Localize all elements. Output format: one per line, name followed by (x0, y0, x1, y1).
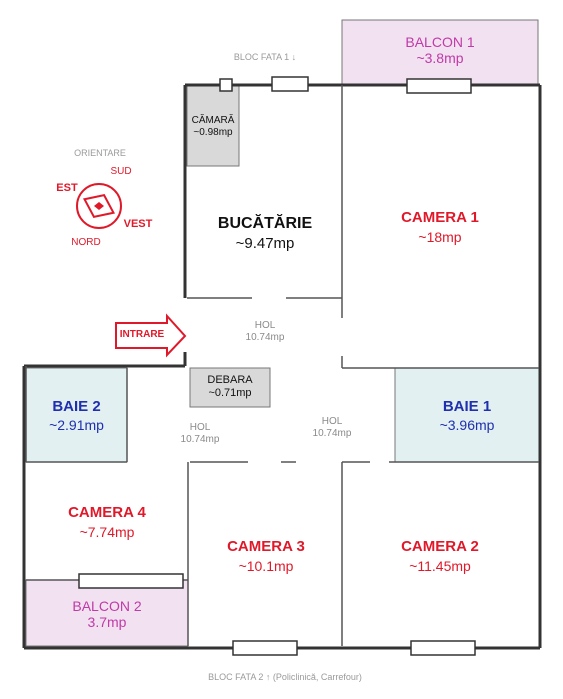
room-balcon1-name: BALCON 1 (405, 34, 475, 50)
balcon1-area (341, 19, 539, 86)
room-camera4: CAMERA 4 ~7.74mp (26, 504, 188, 540)
room-bucatarie-name: BUCĂTĂRIE (217, 215, 313, 232)
compass-icon (76, 183, 122, 229)
bottom-front-label: BLOC FATA 2 ↑ (Policlinică, Carrefour) (208, 672, 362, 682)
room-baie1-name: BAIE 1 (442, 398, 492, 415)
interior-walls (25, 85, 539, 646)
compass-vest: VEST (123, 218, 153, 230)
top-front-label: BLOC FATA 1 ↓ (233, 52, 297, 62)
room-camara-area: ~0.98mp (193, 126, 233, 138)
baie2-area (25, 367, 128, 463)
room-baie2-name: BAIE 2 (52, 398, 101, 415)
room-camera1-area: ~18mp (418, 229, 462, 246)
room-baie2-area: ~2.91mp (49, 417, 104, 434)
room-camera2: CAMERA 2 ~11.45mp (342, 538, 538, 574)
orientation-label: ORIENTARE (74, 148, 126, 158)
baie1-area (394, 367, 540, 463)
room-camera1: CAMERA 1 ~18mp (342, 209, 538, 245)
room-camera3-name: CAMERA 3 (227, 538, 305, 555)
compass-nord: NORD (71, 237, 101, 248)
room-hol-main-name: HOL (254, 320, 276, 331)
windows (78, 76, 476, 656)
room-debara-name: DEBARA (207, 374, 253, 386)
balcon2-area (25, 579, 189, 647)
room-camera4-area: ~7.74mp (79, 524, 135, 541)
room-camera2-area: ~11.45mp (409, 558, 471, 575)
room-hol-main-area: 10.74mp (245, 331, 285, 343)
room-camera3-area: ~10.1mp (238, 558, 294, 575)
compass-est: EST (56, 182, 78, 194)
room-camara-name: CĂMARĂ (191, 115, 235, 126)
room-balcon1-area: ~3.8mp (416, 50, 464, 67)
entrance-label: INTRARE (119, 329, 165, 340)
room-bucatarie: BUCĂTĂRIE ~9.47mp (190, 215, 340, 253)
room-baie2: BAIE 2 ~2.91mp (26, 398, 127, 433)
room-hol-left-name: HOL (189, 422, 211, 433)
room-hol-left: HOL 10.74mp (165, 422, 235, 445)
room-bucatarie-area: ~9.47mp (235, 235, 295, 253)
room-balcon2-area: 3.7mp (87, 614, 127, 631)
room-balcon2: BALCON 2 3.7mp (26, 598, 188, 630)
room-balcon1: BALCON 1 ~3.8mp (342, 34, 538, 66)
room-camera3: CAMERA 3 ~10.1mp (190, 538, 342, 574)
room-camera1-name: CAMERA 1 (401, 209, 479, 226)
room-hol-right-name: HOL (321, 416, 343, 427)
room-camera4-name: CAMERA 4 (68, 504, 146, 521)
room-camara: CĂMARĂ ~0.98mp (187, 115, 239, 138)
compass-sud: SUD (110, 166, 132, 177)
camara-area (186, 84, 240, 167)
room-hol-right: HOL 10.74mp (297, 416, 367, 439)
room-hol-left-area: 10.74mp (180, 433, 220, 445)
room-hol-right-area: 10.74mp (312, 427, 352, 439)
room-balcon2-name: BALCON 2 (72, 598, 142, 614)
room-debara: DEBARA ~0.71mp (190, 374, 270, 399)
room-baie1-area: ~3.96mp (439, 417, 495, 434)
room-camera2-name: CAMERA 2 (401, 538, 479, 555)
room-hol-main: HOL 10.74mp (230, 320, 300, 343)
room-debara-area: ~0.71mp (208, 386, 252, 399)
entrance-arrow-icon (115, 313, 187, 358)
debara-area (189, 367, 271, 408)
room-baie1: BAIE 1 ~3.96mp (395, 398, 539, 433)
